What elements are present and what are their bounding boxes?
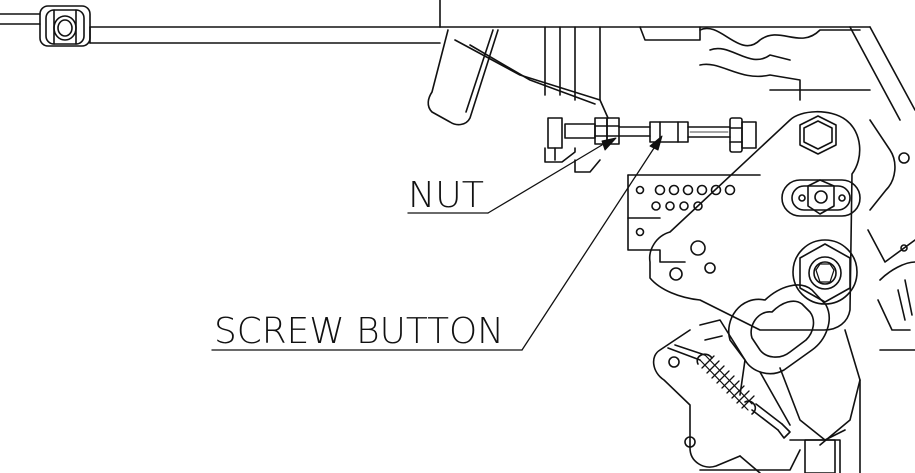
clamp-yoke	[699, 284, 861, 446]
arrowheads	[601, 135, 663, 151]
top-rod	[0, 13, 441, 44]
screw-button-arrowhead	[649, 135, 663, 151]
screw-button-label: SCREW BUTTON	[214, 311, 504, 352]
slot-bolt	[781, 179, 861, 217]
screw-button-leader-line	[521, 144, 657, 351]
right-frame	[859, 119, 915, 473]
bottom-plate	[652, 329, 841, 473]
top-frame	[439, 0, 915, 121]
coil-spring	[667, 344, 791, 439]
pivot-bolt	[792, 239, 858, 305]
leader-lines	[211, 144, 657, 351]
rod-bracket	[544, 117, 601, 173]
nut-arrowhead	[601, 137, 617, 151]
eye-bolt-end	[39, 5, 91, 47]
nut-label: NUT	[408, 175, 484, 216]
pedal-lever	[427, 29, 609, 126]
perforated-plate	[627, 174, 761, 263]
threaded-rod	[564, 117, 757, 153]
nut-leader-line	[487, 144, 603, 214]
link-plate	[648, 110, 861, 331]
